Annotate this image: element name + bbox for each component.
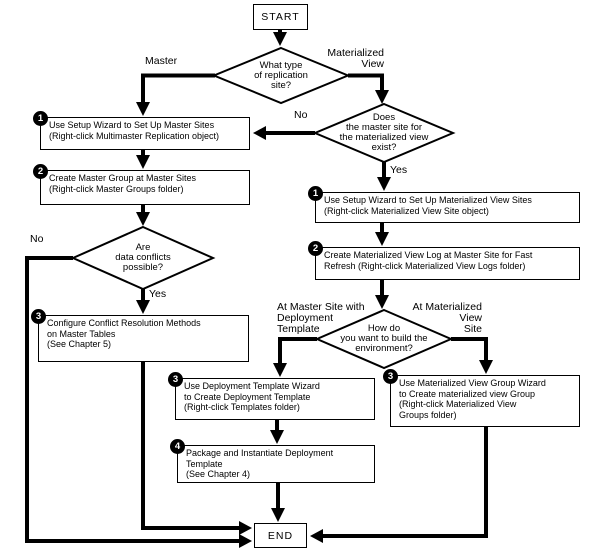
box-package-instantiate-template: 4 Package and Instantiate Deployment Tem… bbox=[170, 439, 375, 483]
box-create-mv-log: 2 Create Materialized View Log at Master… bbox=[308, 241, 580, 280]
diamond-site-type bbox=[211, 46, 351, 105]
start-label: START bbox=[261, 11, 300, 23]
edge-label-line: View bbox=[361, 58, 384, 70]
edge-box4-to-end bbox=[271, 483, 285, 522]
diamond-line: Are bbox=[135, 242, 151, 253]
edge-box3l-to-end bbox=[141, 362, 252, 535]
box-line: to Create Deployment Template bbox=[184, 391, 311, 402]
edge-label-at-master-site: At Master Site with Deployment Template bbox=[277, 302, 365, 335]
diamond-build-env bbox=[314, 308, 454, 370]
box-line: Use Deployment Template Wizard bbox=[184, 381, 320, 391]
diamond-master-exists-label: Does the master site for the materialize… bbox=[319, 113, 449, 153]
box-line: Create Materialized View Log at Master S… bbox=[324, 250, 533, 260]
edge-master-branch bbox=[136, 73, 215, 116]
diamond-line: of replication bbox=[254, 70, 308, 81]
box-line: (See Chapter 5) bbox=[47, 339, 112, 349]
edge-label-materialized-view: Materialized View bbox=[322, 48, 384, 70]
edge-start-to-site-type bbox=[273, 29, 287, 46]
edge-build-env-right bbox=[451, 337, 493, 374]
box-line: to Create materialized view Group bbox=[399, 388, 536, 399]
edge-label-yes-master-exists: Yes bbox=[390, 164, 408, 176]
edge-box3m-to-box4 bbox=[270, 420, 284, 444]
end-node: END bbox=[254, 523, 307, 548]
diamond-line: data conflicts bbox=[115, 252, 171, 263]
edge-master-exists-no bbox=[253, 126, 315, 140]
box-line: Create Master Group at Master Sites bbox=[49, 173, 197, 183]
edge-label-yes-conflicts: Yes bbox=[149, 288, 167, 300]
diamond-line: What type bbox=[259, 60, 303, 71]
box-line: Refresh (Right-click Materialized View L… bbox=[324, 260, 526, 271]
edge-master-exists-yes bbox=[377, 162, 391, 191]
step-badge: 3 bbox=[168, 372, 183, 387]
edge-label-line: Template bbox=[277, 323, 320, 335]
diamond-line: Does bbox=[372, 112, 396, 123]
edge-label-no-master-exists: No bbox=[294, 109, 308, 121]
end-label: END bbox=[267, 529, 294, 542]
box-configure-conflict-resolution: 3 Configure Conflict Resolution Methods … bbox=[31, 309, 249, 362]
edge-box1l-to-box2l bbox=[136, 150, 150, 169]
edge-label-line: At Materialized bbox=[412, 301, 482, 313]
step-badge: 1 bbox=[308, 186, 323, 201]
box-line: (Right-click Master Groups folder) bbox=[49, 183, 184, 194]
edge-label-no-conflicts: No bbox=[30, 233, 44, 245]
box-setup-master-sites: 1 Use Setup Wizard to Set Up Master Site… bbox=[33, 111, 250, 150]
edge-label-line: View bbox=[459, 312, 482, 324]
diamond-line: site? bbox=[270, 80, 292, 91]
box-line: on Master Tables bbox=[47, 328, 116, 339]
box-line: Configure Conflict Resolution Methods bbox=[47, 318, 201, 328]
box-line: Use Setup Wizard to Set Up Master Sites bbox=[49, 120, 215, 130]
box-line: Groups folder) bbox=[399, 409, 457, 420]
box-setup-mv-sites: 1 Use Setup Wizard to Set Up Materialize… bbox=[308, 186, 580, 223]
diamond-line: exist? bbox=[371, 142, 397, 153]
edge-label-line: At Master Site with bbox=[277, 301, 365, 313]
edge-label-line: Site bbox=[463, 323, 482, 335]
step-badge: 1 bbox=[33, 111, 48, 126]
box-line: (See Chapter 4) bbox=[186, 469, 251, 479]
diamond-line: the materialized view bbox=[339, 132, 429, 143]
box-line: Package and Instantiate Deployment bbox=[186, 448, 334, 458]
box-line: Use Setup Wizard to Set Up Materialized … bbox=[324, 195, 532, 205]
edge-box2r-to-build-env bbox=[375, 280, 389, 309]
diamond-line: possible? bbox=[122, 262, 164, 273]
edge-box3r-to-end bbox=[310, 427, 488, 543]
diamond-line: you want to build the bbox=[340, 333, 428, 344]
box-line: Use Materialized View Group Wizard bbox=[399, 378, 546, 388]
edge-box1r-to-box2r bbox=[375, 223, 389, 246]
step-badge: 3 bbox=[31, 309, 46, 324]
edge-conflicts-no-to-end bbox=[25, 256, 252, 548]
box-line: (Right-click Materialized View Site obje… bbox=[324, 205, 489, 216]
step-badge: 2 bbox=[308, 241, 323, 256]
edge-label-line: Materialized bbox=[327, 47, 384, 59]
step-badge: 3 bbox=[383, 369, 398, 384]
box-deployment-template-wizard: 3 Use Deployment Template Wizard to Crea… bbox=[168, 372, 375, 420]
edge-label-at-mv-site: At Materialized View Site bbox=[412, 302, 482, 335]
edge-label-line: Deployment bbox=[277, 312, 334, 324]
box-mv-group-wizard: 3 Use Materialized View Group Wizard to … bbox=[383, 369, 580, 427]
box-line: (Right-click Templates folder) bbox=[184, 402, 300, 412]
diamond-build-env-label: How do you want to build the environment… bbox=[319, 324, 449, 354]
diamond-data-conflicts-label: Are data conflicts possible? bbox=[78, 243, 208, 273]
step-badge: 2 bbox=[33, 164, 48, 179]
start-node: START bbox=[253, 4, 308, 30]
diamond-line: How do bbox=[367, 323, 401, 334]
diamond-site-type-label: What type of replication site? bbox=[216, 61, 346, 91]
box-line: Template bbox=[186, 458, 223, 469]
diamond-line: environment? bbox=[355, 343, 413, 354]
box-line: (Right-click Materialized View bbox=[399, 399, 517, 409]
diamond-line: the master site for bbox=[345, 122, 423, 133]
edge-box2l-to-conflicts bbox=[136, 205, 150, 226]
edge-conflicts-yes bbox=[136, 289, 150, 314]
edge-label-master: Master bbox=[145, 55, 178, 67]
edge-materialized-view-branch bbox=[348, 73, 389, 104]
box-line: (Right-click Multimaster Replication obj… bbox=[49, 130, 220, 141]
box-create-master-group: 2 Create Master Group at Master Sites (R… bbox=[33, 164, 250, 205]
edge-build-env-left bbox=[273, 337, 317, 377]
step-badge: 4 bbox=[170, 439, 185, 454]
